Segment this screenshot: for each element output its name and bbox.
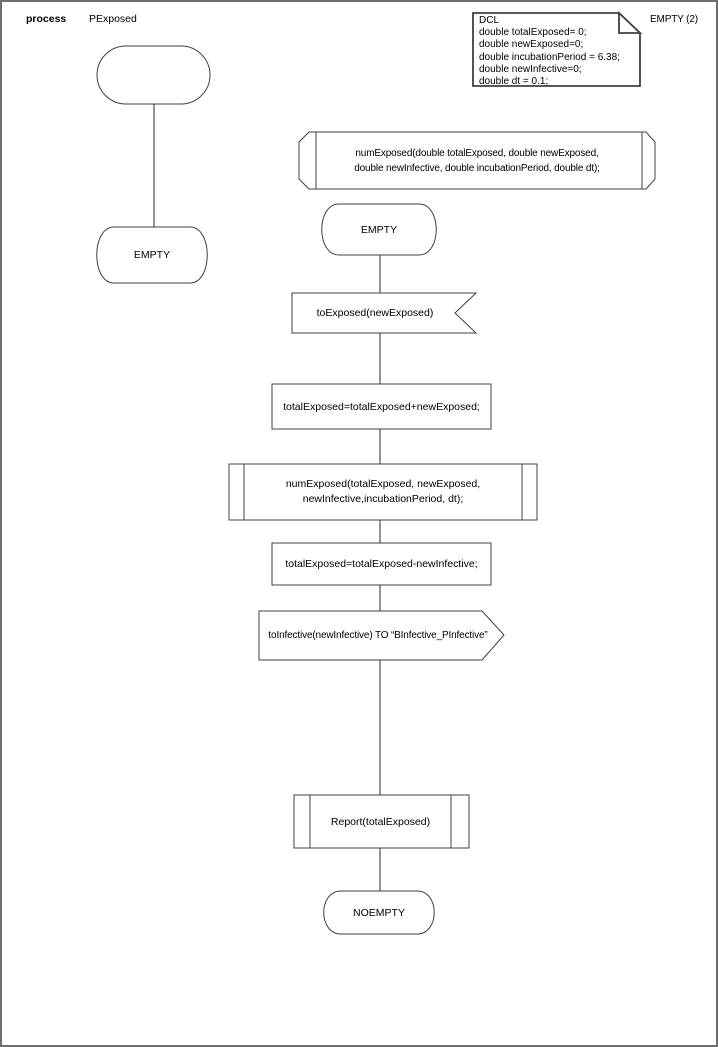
- dcl-line: double totalExposed= 0;: [479, 27, 587, 39]
- dcl-note-text: DCL double totalExposed= 0; double newEx…: [479, 15, 637, 88]
- start-state-shape[interactable]: [96, 45, 211, 105]
- state-noempty-shape[interactable]: [323, 890, 435, 935]
- process-name-label: PExposed: [89, 13, 137, 25]
- task-add-label: totalExposed=totalExposed+newExposed;: [283, 400, 480, 413]
- corner-label: EMPTY (2): [650, 14, 698, 25]
- output-signal-label: toInfective(newInfective) TO “BInfective…: [268, 629, 488, 641]
- state-noempty-label: NOEMPTY: [353, 906, 405, 919]
- procedure-declaration-line1: numExposed(double totalExposed, double n…: [355, 147, 599, 159]
- procedure-call-line2: newInfective,incubationPeriod, dt);: [302, 493, 464, 505]
- procedure-report-shape[interactable]: [293, 794, 470, 849]
- state-empty-left-label: EMPTY: [133, 249, 171, 261]
- input-signal-shape[interactable]: [291, 292, 478, 334]
- procedure-declaration-label: numExposed(double totalExposed, double n…: [299, 132, 655, 189]
- state-empty-left-shape[interactable]: [96, 226, 208, 284]
- input-signal-label: toExposed(newExposed): [316, 307, 434, 319]
- dcl-line: double dt = 0.1;: [479, 76, 549, 88]
- task-subtract-label: totalExposed=totalExposed-newInfective;: [285, 558, 478, 570]
- procedure-declaration-shape[interactable]: [298, 131, 656, 190]
- dcl-line: double newExposed=0;: [479, 39, 584, 51]
- task-add-shape[interactable]: [271, 383, 492, 430]
- procedure-call-line1: numExposed(totalExposed, newExposed,: [285, 478, 481, 490]
- process-keyword-label: process: [26, 13, 67, 25]
- dcl-note-shape[interactable]: [472, 12, 641, 87]
- procedure-call-shape[interactable]: [228, 463, 538, 521]
- dcl-line: DCL: [479, 15, 500, 26]
- state-empty-main-label: EMPTY: [360, 223, 398, 236]
- dcl-note-fold-icon: [618, 10, 643, 34]
- state-empty-main-shape[interactable]: [321, 203, 437, 256]
- output-signal-shape[interactable]: [258, 610, 505, 661]
- procedure-call-label: numExposed(totalExposed, newExposed, new…: [244, 464, 522, 520]
- procedure-report-label: Report(totalExposed): [330, 815, 431, 828]
- dcl-line: double incubationPeriod = 6.38;: [479, 51, 620, 63]
- task-subtract-shape[interactable]: [271, 542, 492, 586]
- dcl-line: double newInfective=0;: [479, 63, 582, 75]
- procedure-declaration-line2: double newInfective, double incubationPe…: [354, 162, 600, 174]
